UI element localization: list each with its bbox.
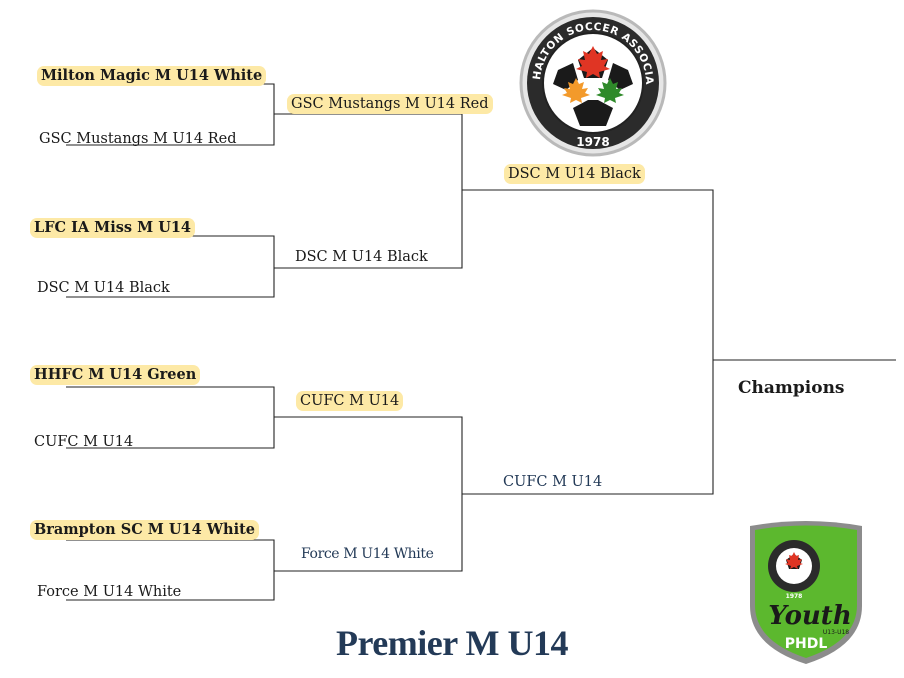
champions-label: Champions (738, 378, 845, 398)
bracket-title: Premier M U14 (335, 623, 569, 663)
round2-team-3: CUFC M U14 (296, 391, 404, 411)
bracket-connector (462, 189, 714, 495)
bracket-connector (274, 113, 463, 269)
round2-team-1: GSC Mustangs M U14 Red (287, 94, 493, 114)
svg-text:1978: 1978 (786, 593, 803, 600)
round2-team-4: Force M U14 White (301, 546, 434, 562)
youth-phdl-logo-icon: 1978 Youth U13-U18 PHDL (750, 521, 862, 664)
round1-team-7: Brampton SC M U14 White (30, 520, 260, 540)
round1-team-5: HHFC M U14 Green (30, 365, 201, 385)
round2-team-2: DSC M U14 Black (295, 249, 428, 265)
phsa-logo-icon: PEEL HALTON SOCCER ASSOCIATION 1978 (518, 8, 667, 157)
round1-team-8: Force M U14 White (37, 584, 182, 600)
svg-text:1978: 1978 (576, 135, 609, 149)
svg-text:Youth: Youth (768, 601, 851, 631)
round3-team-2: CUFC M U14 (503, 474, 603, 490)
round1-team-6: CUFC M U14 (34, 434, 134, 450)
round1-team-4: DSC M U14 Black (37, 280, 170, 296)
bracket-connector (66, 539, 275, 601)
svg-text:PHDL: PHDL (785, 636, 828, 652)
round3-team-1: DSC M U14 Black (504, 164, 645, 184)
round1-team-1: Milton Magic M U14 White (37, 66, 267, 86)
round1-team-2: GSC Mustangs M U14 Red (39, 131, 237, 147)
round1-team-3: LFC IA Miss M U14 (30, 218, 196, 238)
svg-text:U13-U18: U13-U18 (823, 629, 849, 636)
